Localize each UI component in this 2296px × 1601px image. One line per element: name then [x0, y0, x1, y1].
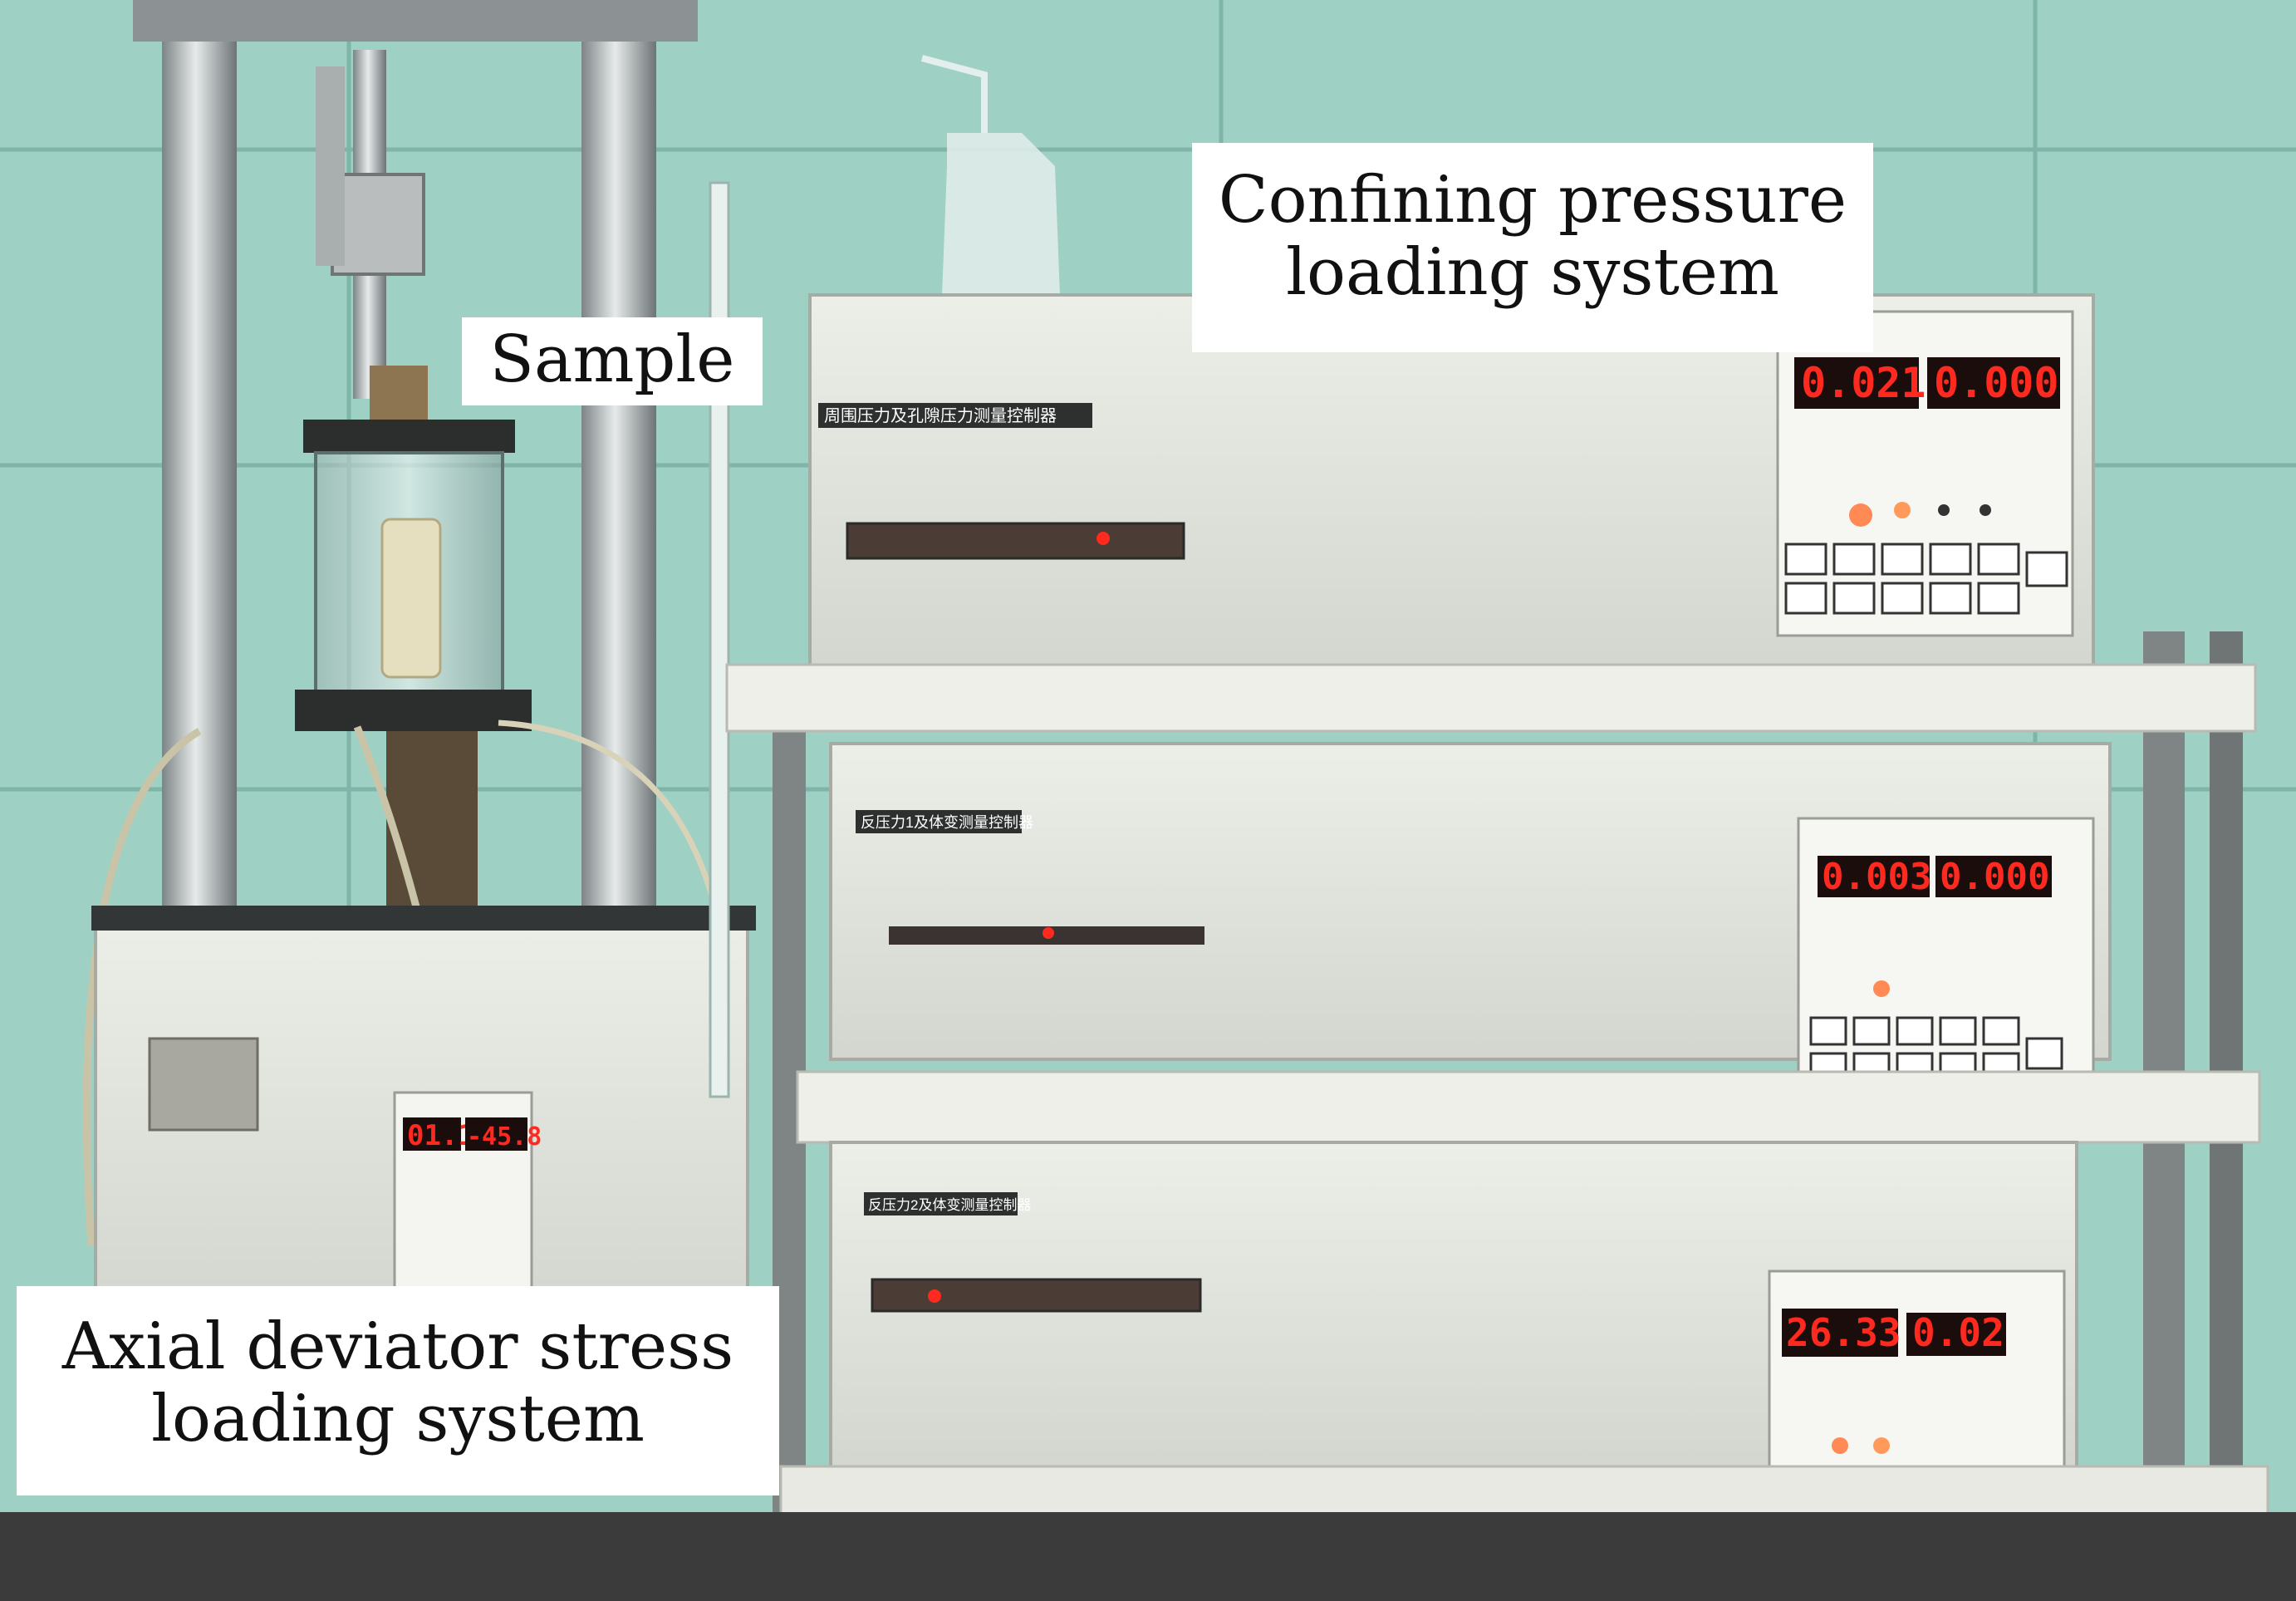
led-indicator — [928, 1289, 941, 1303]
display-pore-pressure: 0.021 — [1801, 359, 1926, 407]
triaxial-cell-base-plate — [295, 690, 532, 731]
load-cell — [331, 173, 425, 276]
display-confining-pressure: 0.000 — [1934, 359, 2059, 407]
shelf — [725, 663, 2257, 733]
axial-display-left: 01.1 — [407, 1119, 475, 1152]
led-indicator — [1043, 927, 1054, 939]
burette — [709, 181, 730, 1098]
label-confining-line-1: Confining pressure — [1218, 163, 1847, 238]
name-plate-back-pressure-1: 反压力1及体变测量控制器 — [861, 814, 1033, 831]
soil-sample — [380, 518, 442, 679]
label-axial-deviator-stress-loading-system: Axial deviator stress loading system — [17, 1286, 779, 1495]
slot — [846, 522, 1185, 560]
led-indicator — [1096, 532, 1110, 545]
label-sample: Sample — [462, 317, 763, 405]
shelf — [796, 1070, 2261, 1144]
axial-display-right: -45.8 — [467, 1122, 542, 1152]
slot — [871, 1278, 1202, 1313]
name-plate-confining: 周围压力及孔隙压力测量控制器 — [824, 406, 1057, 425]
label-confining-pressure-loading-system: Confining pressure loading system — [1192, 143, 1873, 352]
label-axial-line-2: loading system — [151, 1382, 645, 1457]
name-plate-back-pressure-2: 反压力2及体变测量控制器 — [868, 1197, 1031, 1213]
label-sample-text: Sample — [489, 322, 735, 397]
display-volume-deformation-1: 0.003 — [1822, 856, 1931, 898]
triaxial-cell-top-plate — [303, 420, 515, 453]
display-back-pressure-1: 0.000 — [1940, 856, 2049, 898]
display-back-pressure-2: 0.02 — [1912, 1310, 2004, 1355]
label-confining-line-2: loading system — [1286, 235, 1779, 311]
nameplate — [148, 1037, 259, 1132]
label-axial-line-1: Axial deviator stress — [61, 1309, 734, 1384]
load-frame-rod — [162, 33, 237, 906]
display-volume-deformation-2: 26.33 — [1786, 1310, 1901, 1355]
